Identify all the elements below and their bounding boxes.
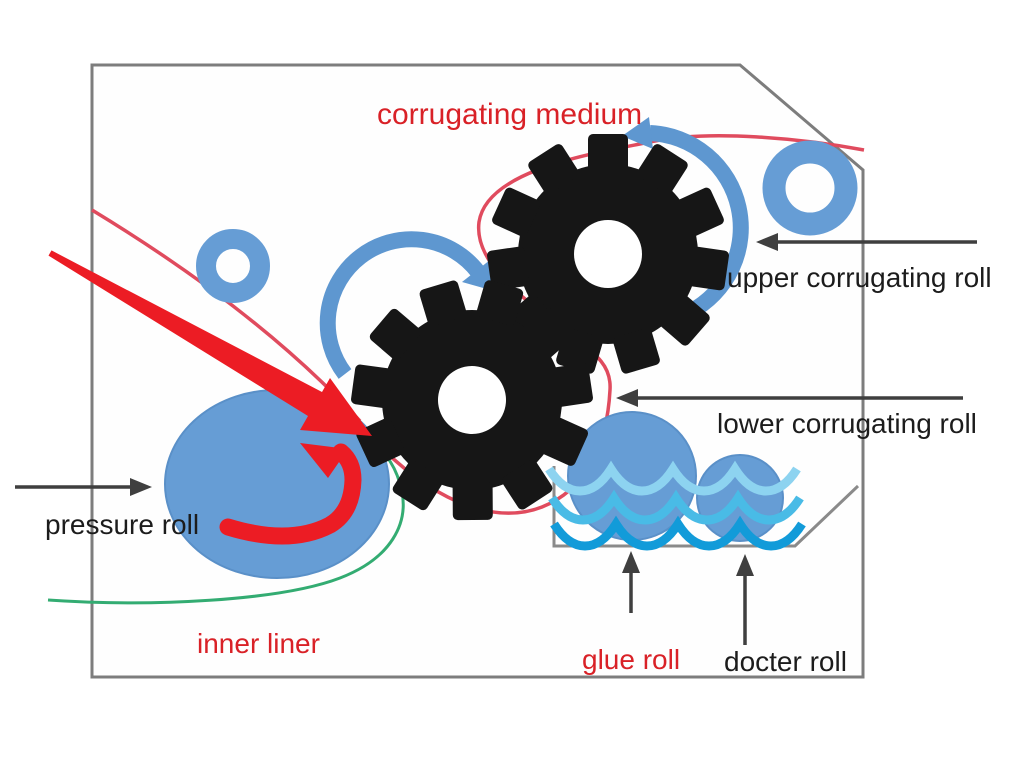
lower-gear-hub-hole bbox=[438, 366, 506, 434]
glue-wave-middle bbox=[548, 489, 804, 525]
upper-roll-pointer-arrow bbox=[756, 233, 977, 251]
upper-roll-rotation-arrowhead-icon bbox=[622, 117, 653, 149]
corrugating-medium-label: corrugating medium bbox=[377, 98, 642, 131]
lower-roll-pointer-head-icon bbox=[616, 389, 638, 407]
upper-gear-hub-hole bbox=[574, 220, 642, 288]
pressure-roll-label: pressure roll bbox=[45, 509, 199, 540]
docter-roll-label: docter roll bbox=[724, 646, 847, 677]
large-reel-ring-icon bbox=[762, 140, 858, 236]
lower-corrugating-roll-label: lower corrugating roll bbox=[717, 408, 977, 439]
glue-wave-bottom bbox=[550, 515, 806, 551]
inner-liner-label: inner liner bbox=[197, 628, 320, 659]
pressure-roll-rotation-arrowhead-icon bbox=[300, 443, 348, 478]
pressure-roll-pointer-head-icon bbox=[130, 478, 152, 496]
inner-liner-path-line bbox=[47, 442, 405, 605]
feed-direction-arrow bbox=[48, 250, 372, 436]
glue-roll-pointer-head-icon bbox=[622, 551, 640, 573]
docter-roll-pointer-arrow bbox=[736, 554, 754, 645]
pressure-roll-pointer-arrow bbox=[15, 478, 152, 496]
upper-roll-pointer-head-icon bbox=[756, 233, 778, 251]
lower-roll-rotation-arrow bbox=[319, 231, 485, 379]
small-reel-ring-icon bbox=[196, 229, 270, 303]
upper-corrugating-roll-label: upper corrugating roll bbox=[727, 262, 992, 293]
upper-corrugating-roll-gear bbox=[487, 134, 729, 374]
glue-roll-label: glue roll bbox=[582, 644, 680, 675]
glue-wave-top bbox=[545, 460, 801, 496]
lower-corrugating-roll-gear bbox=[351, 280, 593, 521]
glue-roll-pointer-arrow bbox=[622, 551, 640, 613]
pressure-roll-rotation-arrow bbox=[219, 443, 362, 545]
lower-roll-pointer-arrow bbox=[616, 389, 963, 407]
docter-roll-pointer-head-icon bbox=[736, 554, 754, 576]
